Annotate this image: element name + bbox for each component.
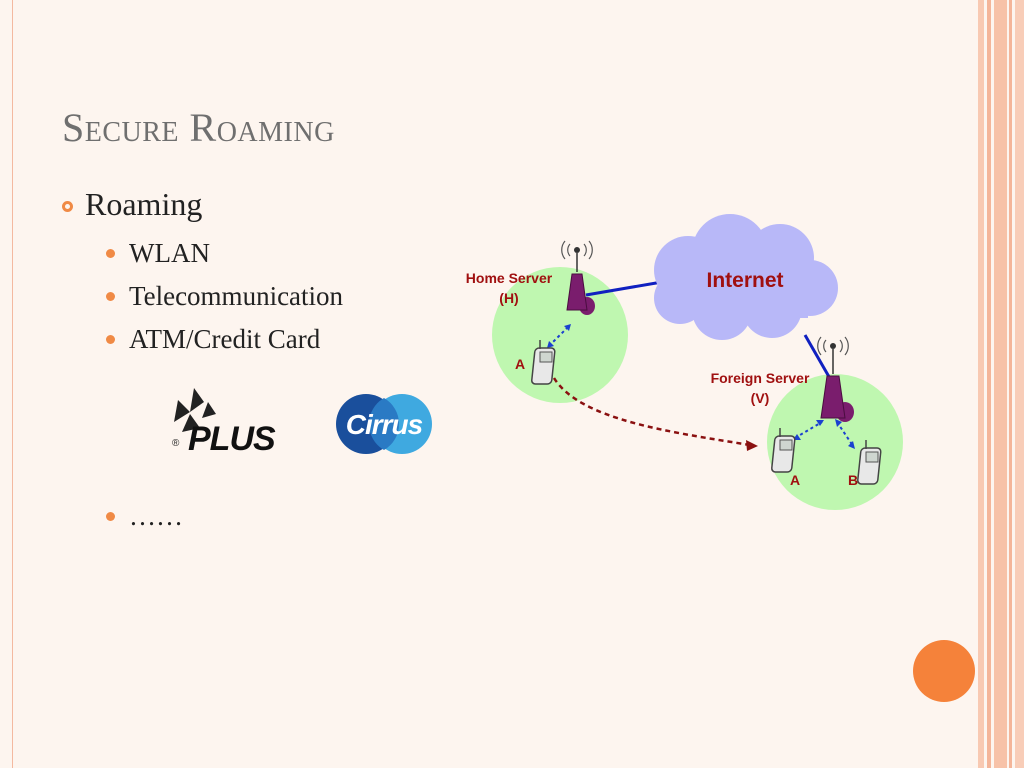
sub-item-wlan: WLAN [106, 232, 343, 275]
sub-item-atm-credit-card: ATM/Credit Card [106, 318, 343, 361]
home-antenna-icon [561, 240, 595, 315]
foreign-device-a-label: A [790, 472, 800, 488]
left-border-rule [12, 0, 13, 768]
foreign-phone-b-icon [857, 440, 882, 485]
plus-logo-mark: ® [172, 438, 180, 449]
foreign-device-b-label: B [848, 472, 858, 488]
roaming-network-diagram: Internet Home Server (H) A Foreign Serve… [466, 214, 903, 510]
slide-title: Secure Roaming [62, 105, 335, 150]
right-decorative-stripes [978, 0, 1024, 768]
decorative-orange-circle [913, 640, 975, 702]
home-device-label: A [515, 356, 525, 372]
bullet-roaming: Roaming [62, 186, 202, 223]
dot-bullet-icon [106, 249, 115, 258]
home-server-label-line2: (H) [499, 290, 518, 306]
dot-bullet-icon [106, 512, 115, 521]
dot-bullet-icon [106, 335, 115, 344]
home-cell [492, 267, 628, 403]
roaming-path [552, 377, 751, 447]
sub-item-label: ATM/Credit Card [129, 324, 321, 354]
plus-logo: ® PLUS [172, 388, 277, 454]
home-phone-icon [531, 340, 556, 385]
ring-bullet-icon [62, 201, 73, 212]
foreign-antenna-icon [817, 336, 854, 422]
sub-bullet-list: WLAN Telecommunication ATM/Credit Card …… [106, 232, 343, 531]
foreign-phone-a-icon [771, 428, 796, 473]
plus-logo-text: PLUS [188, 420, 276, 454]
foreign-server-label-line2: (V) [751, 390, 770, 406]
home-server-label-line1: Home Server [466, 270, 553, 286]
bullet-roaming-label: Roaming [85, 186, 203, 222]
sub-item-ellipsis: …… [106, 495, 183, 538]
sub-item-label: Telecommunication [129, 281, 344, 311]
dot-bullet-icon [106, 292, 115, 301]
sub-item-label: …… [129, 501, 183, 531]
foreign-server-label-line1: Foreign Server [711, 370, 810, 386]
internet-cloud [654, 214, 838, 340]
internet-foreign-link [803, 334, 834, 383]
sub-item-label: WLAN [129, 238, 210, 268]
foreign-wireless-link-b [836, 421, 854, 447]
internet-label: Internet [706, 269, 783, 292]
cirrus-logo-text: Cirrus [346, 409, 423, 440]
home-internet-link [585, 280, 663, 297]
foreign-wireless-link-a [794, 421, 823, 439]
sub-item-telecommunication: Telecommunication [106, 275, 343, 318]
home-wireless-link [548, 325, 570, 347]
cirrus-logo: Cirrus [336, 394, 432, 454]
